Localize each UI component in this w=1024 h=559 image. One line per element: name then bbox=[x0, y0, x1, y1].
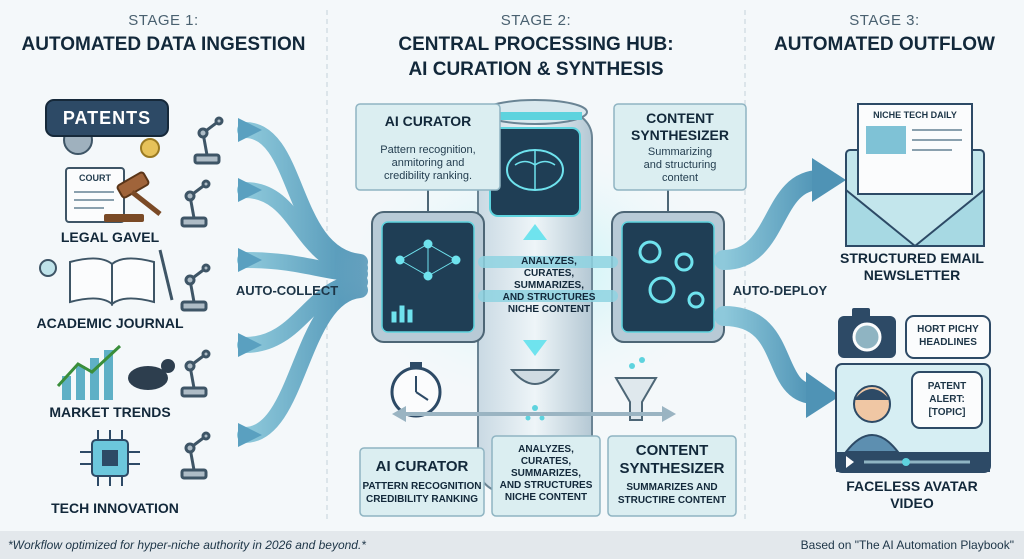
synth-card-bg bbox=[613, 103, 747, 191]
bottom-synth-line2: STRUCTIRE CONTENT bbox=[617, 495, 727, 506]
patents-icon bbox=[45, 99, 169, 158]
bottom-curator-title: AI CURATOR bbox=[375, 458, 469, 475]
market-trends-icon bbox=[56, 344, 175, 400]
stage3-label: STAGE 3: bbox=[849, 12, 920, 29]
court-doc-text: COURT bbox=[79, 173, 111, 183]
hub-center-line2: CURATES, bbox=[523, 268, 575, 279]
market-trends-label: MARKET TRENDS bbox=[49, 404, 171, 420]
footer-bar: *Workflow optimized for hyper-niche auth… bbox=[0, 531, 1024, 559]
bottom-center-line5: NICHE CONTENT bbox=[504, 492, 588, 503]
video-label-line1: FACELESS AVATAR bbox=[846, 478, 978, 494]
legal-gavel-label: LEGAL GAVEL bbox=[60, 229, 160, 245]
synth-card-line2: and structuring bbox=[643, 159, 717, 171]
bottom-center-text: ANALYZES, CURATES, SUMMARIZES, AND STRUC… bbox=[492, 444, 600, 504]
outflow-pipes bbox=[714, 170, 830, 404]
bottom-curator-line2: CREDIBILITY RANKING bbox=[365, 494, 479, 505]
bottom-center-line4: AND STRUCTURES bbox=[499, 480, 593, 491]
robot-arms bbox=[180, 116, 224, 480]
bottom-synth-title2: SYNTHESIZER bbox=[619, 460, 725, 477]
curator-card-line2: anmitoring and bbox=[391, 157, 465, 169]
stage2-title-line1: CENTRAL PROCESSING HUB: bbox=[398, 34, 674, 55]
video-label-line2: VIDEO bbox=[890, 495, 934, 511]
bottom-synth-line1: SUMMARIZES AND bbox=[626, 482, 718, 493]
auto-collect-label: AUTO-COLLECT bbox=[235, 283, 339, 298]
tech-innovation-label: TECH INNOVATION bbox=[51, 500, 179, 516]
bottom-center-bg bbox=[491, 435, 601, 517]
footer-source: Based on "The AI Automation Playbook" bbox=[800, 538, 1014, 552]
hub-center-line1: ANALYZES, bbox=[521, 256, 577, 267]
hub-center-text: ANALYZES, CURATES, SUMMARIZES, AND STRUC… bbox=[486, 256, 612, 316]
bottom-center-line2: CURATES, bbox=[520, 456, 572, 467]
ingestion-pipes bbox=[237, 122, 368, 443]
hub-center-line5: NICHE CONTENT bbox=[507, 304, 591, 315]
journal-icon bbox=[39, 249, 174, 307]
sieve-icon bbox=[509, 369, 561, 421]
bottom-center-line1: ANALYZES, bbox=[518, 444, 574, 455]
synth-card-line1: Summarizing bbox=[647, 146, 713, 158]
stage2-label: STAGE 2: bbox=[500, 12, 572, 29]
headline-bubble-line2: HEADLINES bbox=[919, 337, 977, 348]
newsletter-envelope bbox=[845, 103, 985, 248]
auto-deploy-label: AUTO-DEPLOY bbox=[732, 283, 828, 298]
synth-card-title1: CONTENT bbox=[646, 110, 714, 126]
outflow-arrowheads bbox=[806, 158, 846, 418]
synth-card-line3: content bbox=[661, 172, 699, 184]
newsletter-label-line2: NEWSLETTER bbox=[863, 267, 961, 283]
alert-bubble-line1: PATENT bbox=[927, 381, 967, 392]
alert-bubble-line3: [TOPIC] bbox=[928, 407, 966, 418]
stage1-label: STAGE 1: bbox=[128, 12, 199, 29]
synthesizer-processor bbox=[611, 211, 725, 343]
stage1-title: AUTOMATED DATA INGESTION bbox=[21, 34, 306, 55]
curator-card-line1: Pattern recognition, bbox=[380, 144, 476, 156]
diagram-graphics bbox=[39, 10, 991, 520]
curator-card-bg bbox=[355, 103, 501, 191]
chip-icon bbox=[80, 430, 140, 486]
bottom-curator-bg bbox=[359, 447, 485, 517]
camera-icon bbox=[838, 308, 896, 358]
newsletter-header: NICHE TECH DAILY bbox=[873, 110, 957, 120]
headline-bubble-bg bbox=[905, 315, 991, 359]
newsletter-label-line1: STRUCTURED EMAIL bbox=[840, 250, 984, 266]
academic-journal-label: ACADEMIC JOURNAL bbox=[36, 315, 184, 331]
bottom-curator-line1: PATTERN RECOGNITION bbox=[362, 481, 482, 492]
hub-arrows bbox=[523, 224, 547, 356]
hub-center-line3: SUMMARIZES, bbox=[514, 280, 584, 291]
bottom-synth-bg bbox=[607, 435, 737, 517]
synth-card-title2: SYNTHESIZER bbox=[630, 127, 729, 143]
patents-badge-text: PATENTS bbox=[62, 108, 152, 128]
ingestion-arrowheads bbox=[238, 118, 262, 447]
funnel-icon bbox=[614, 357, 658, 421]
bottom-synth-title1: CONTENT bbox=[635, 442, 709, 459]
curator-processor bbox=[371, 211, 485, 343]
curator-card-line3: credibility ranking. bbox=[383, 170, 473, 182]
footer-note: *Workflow optimized for hyper-niche auth… bbox=[8, 538, 366, 552]
curator-card-title: AI CURATOR bbox=[384, 113, 472, 129]
gavel-icon bbox=[65, 167, 162, 223]
bottom-center-line3: SUMMARIZES, bbox=[511, 468, 581, 479]
hub-pipes bbox=[478, 256, 618, 302]
alert-bubble-bg bbox=[911, 371, 983, 429]
headline-bubble-line1: HORT PICHY bbox=[917, 324, 979, 335]
alert-bubble-line2: ALERT: bbox=[929, 394, 965, 405]
bottom-double-arrow bbox=[392, 406, 676, 422]
hub-center-line4: AND STRUCTURES bbox=[502, 292, 596, 303]
stage2-title-line2: AI CURATION & SYNTHESIS bbox=[408, 59, 664, 80]
stage3-title: AUTOMATED OUTFLOW bbox=[774, 34, 995, 55]
